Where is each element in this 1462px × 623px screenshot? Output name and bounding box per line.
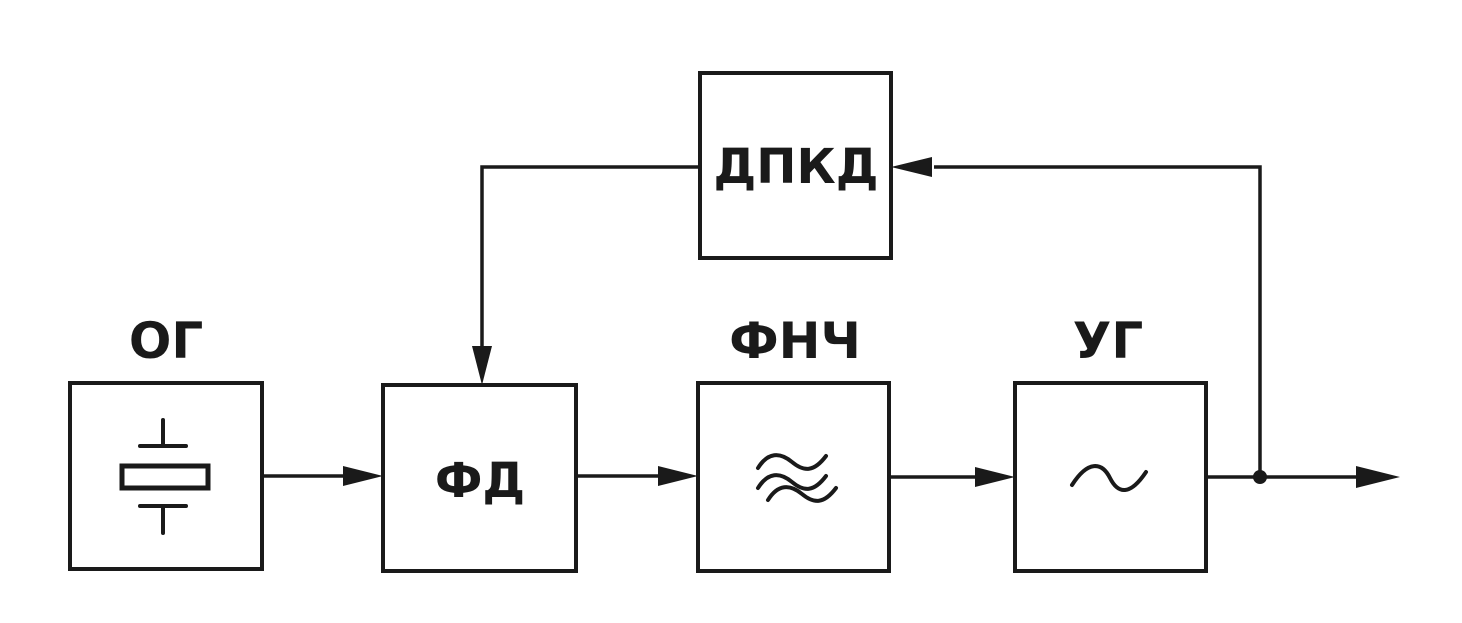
block-dpkd: ДПКД <box>698 71 893 260</box>
wire-ug-to-output <box>1206 466 1400 488</box>
block-fnch-label: ФНЧ <box>729 312 861 370</box>
block-ug: УГ <box>1013 312 1208 573</box>
block-dpkd-text: ДПКД <box>714 139 879 195</box>
block-og: ОГ <box>68 312 264 571</box>
block-fd: ФД <box>381 383 578 573</box>
wire-dpkd-to-fd <box>472 165 700 385</box>
crystal-oscillator-icon <box>119 418 211 535</box>
wire-fd-to-fnch <box>576 466 698 486</box>
wire-feedback-to-dpkd <box>891 157 1262 477</box>
wire-og-to-fd <box>262 466 383 486</box>
block-fd-text: ФД <box>435 453 525 509</box>
lowpass-filter-icon <box>756 453 838 503</box>
block-og-label: ОГ <box>129 312 203 370</box>
block-fnch: ФНЧ <box>696 312 891 573</box>
wire-fnch-to-ug <box>889 467 1015 487</box>
block-ug-label: УГ <box>1073 312 1143 370</box>
sine-wave-icon <box>1070 464 1148 492</box>
